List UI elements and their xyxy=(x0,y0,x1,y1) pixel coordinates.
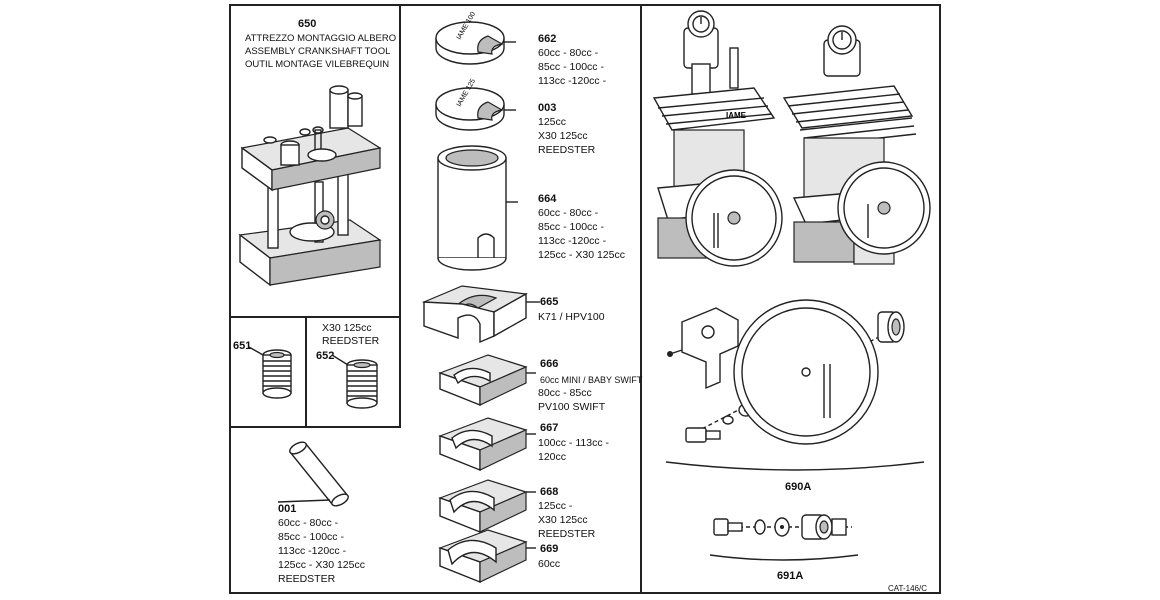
code-003: 003 xyxy=(538,102,557,114)
label-669-1: 60cc xyxy=(538,558,561,570)
degree-wheel-kit-690A-drawing xyxy=(665,299,925,471)
label-650-it: ATTREZZO MONTAGGIO ALBERO xyxy=(245,33,397,44)
label-001-2: 85cc - 100cc - xyxy=(278,531,344,543)
label-652-1: X30 125cc xyxy=(322,322,372,334)
sleeve-664-drawing xyxy=(437,145,518,271)
code-650: 650 xyxy=(298,18,317,30)
label-003-2: X30 125cc xyxy=(538,130,588,142)
label-003-1: 125cc xyxy=(538,116,567,128)
block-666-drawing xyxy=(438,354,536,407)
label-662-1: 60cc - 80cc - xyxy=(538,47,599,59)
code-667: 667 xyxy=(540,422,559,434)
label-668-2: X30 125cc xyxy=(538,514,588,526)
label-650-fr: OUTIL MONTAGE VILEBREQUIN xyxy=(245,59,390,70)
divider-left-column xyxy=(399,4,401,428)
code-001: 001 xyxy=(278,503,297,515)
bushing-652-drawing xyxy=(331,354,378,409)
catalog-frame xyxy=(229,4,941,594)
code-669: 669 xyxy=(540,543,559,555)
code-662: 662 xyxy=(538,33,557,45)
label-650-en: ASSEMBLY CRANKSHAFT TOOL xyxy=(245,46,391,57)
divider-middle-column xyxy=(640,4,642,594)
label-001-3: 113cc -120cc - xyxy=(278,545,347,557)
label-666-2: 80cc - 85cc xyxy=(538,387,592,399)
label-666-3: PV100 SWIFT xyxy=(538,401,606,413)
engine-brand-label: IAME xyxy=(726,111,747,120)
block-665-drawing xyxy=(421,285,540,344)
label-664-1: 60cc - 80cc - xyxy=(538,207,599,219)
label-001-1: 60cc - 80cc - xyxy=(278,517,339,529)
label-662-3: 113cc -120cc - xyxy=(538,75,607,87)
code-666: 666 xyxy=(540,358,559,370)
label-668-1: 125cc - xyxy=(538,500,573,512)
block-669-drawing xyxy=(438,529,536,584)
label-664-4: 125cc - X30 125cc xyxy=(538,249,625,261)
label-668-3: REEDSTER xyxy=(538,528,596,540)
bushing-651-drawing xyxy=(248,346,292,399)
label-665-1: K71 / HPV100 xyxy=(538,311,605,323)
engines-with-degree-wheels-drawing: IAME xyxy=(652,10,931,267)
label-664-2: 85cc - 100cc - xyxy=(538,221,604,233)
ring-003-drawing: IAME 125 xyxy=(435,78,516,131)
code-691A: 691A xyxy=(777,570,804,582)
label-664-3: 113cc -120cc - xyxy=(538,235,607,247)
code-664: 664 xyxy=(538,193,557,205)
block-668-drawing xyxy=(438,479,536,534)
divider-651-652 xyxy=(305,316,307,428)
divider-651 xyxy=(229,426,401,428)
code-665: 665 xyxy=(540,296,559,308)
ring-662-drawing: IAME 100 xyxy=(435,11,516,65)
code-652: 652 xyxy=(316,350,335,362)
code-668: 668 xyxy=(540,486,559,498)
block-667-drawing xyxy=(438,417,536,472)
label-666-1: 60cc MINI / BABY SWIFT xyxy=(540,375,643,385)
label-001-5: REEDSTER xyxy=(278,573,336,585)
press-tool-650-drawing xyxy=(238,85,382,287)
label-001-4: 125cc - X30 125cc xyxy=(278,559,365,571)
code-651: 651 xyxy=(233,340,252,352)
sleeve-001-drawing xyxy=(277,441,350,507)
catalog-reference: CAT-146/C xyxy=(888,584,927,593)
label-662-2: 85cc - 100cc - xyxy=(538,61,604,73)
label-003-3: REEDSTER xyxy=(538,144,596,156)
label-667-2: 120cc xyxy=(538,451,567,463)
adapter-kit-691A-drawing xyxy=(709,514,859,561)
label-667-1: 100cc - 113cc - xyxy=(538,437,610,449)
label-652-2: REEDSTER xyxy=(322,335,380,347)
divider-650 xyxy=(229,316,401,318)
code-690A: 690A xyxy=(785,481,812,493)
